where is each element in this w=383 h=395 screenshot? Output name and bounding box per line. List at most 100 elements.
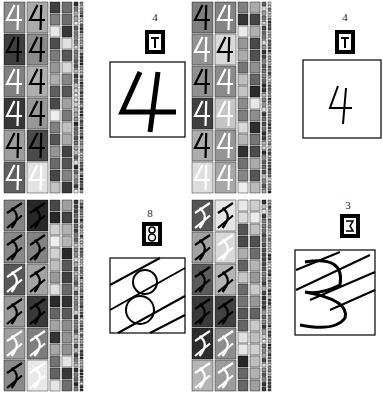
feature-map — [238, 248, 248, 259]
feature-map — [268, 172, 271, 174]
feature-map — [268, 124, 271, 126]
feature-map — [238, 308, 248, 319]
feature-map — [74, 378, 78, 382]
feature-map — [262, 277, 266, 281]
feature-map — [74, 146, 78, 150]
feature-map — [238, 212, 248, 223]
feature-map — [50, 2, 60, 13]
map-pattern — [195, 133, 210, 158]
feature-map — [74, 248, 78, 252]
feature-map — [262, 180, 266, 184]
feature-map — [262, 382, 266, 386]
feature-map — [80, 344, 83, 346]
feature-map — [74, 334, 78, 338]
feature-map — [80, 251, 83, 253]
feature-map — [80, 40, 83, 42]
feature-map — [268, 347, 271, 349]
map-pattern — [195, 5, 210, 30]
feature-map — [268, 66, 271, 68]
map-pattern — [30, 363, 45, 388]
feature-map — [74, 132, 78, 136]
feature-map — [80, 31, 83, 33]
feature-map — [50, 74, 60, 85]
feature-map — [62, 260, 72, 271]
feature-map — [268, 133, 271, 135]
feature-map — [262, 141, 266, 145]
feature-map — [268, 338, 271, 340]
feature-map — [27, 130, 48, 161]
feature-map — [74, 45, 78, 49]
feature-map — [80, 88, 83, 90]
map-pattern — [195, 267, 210, 292]
feature-map — [262, 146, 266, 150]
feature-map — [80, 315, 83, 317]
digit-stroke — [296, 252, 375, 327]
feature-map — [74, 224, 78, 228]
map-pattern — [218, 5, 233, 30]
feature-map — [74, 373, 78, 377]
feature-map — [27, 34, 48, 65]
input-image — [110, 62, 185, 137]
feature-map — [80, 72, 83, 74]
feature-map — [80, 56, 83, 58]
feature-map — [80, 136, 83, 138]
feature-map — [74, 40, 78, 44]
feature-map — [268, 136, 271, 138]
feature-map — [74, 79, 78, 83]
digit-stroke — [330, 86, 352, 124]
feature-map — [62, 368, 72, 379]
feature-map — [268, 360, 271, 362]
feature-map — [262, 45, 266, 49]
feature-map — [262, 310, 266, 314]
map-pattern — [195, 331, 210, 356]
feature-map — [268, 188, 271, 190]
feature-map — [4, 98, 25, 129]
feature-map — [80, 274, 83, 276]
feature-map — [262, 175, 266, 179]
map-pattern — [218, 203, 233, 228]
map-pattern — [7, 5, 22, 30]
feature-map — [262, 108, 266, 112]
feature-map — [262, 344, 266, 348]
feature-map — [250, 38, 260, 49]
feature-map — [80, 5, 83, 7]
feature-map — [80, 108, 83, 110]
feature-map — [62, 344, 72, 355]
feature-map — [80, 92, 83, 94]
feature-map — [268, 159, 271, 161]
feature-map — [215, 200, 236, 231]
feature-map — [250, 14, 260, 25]
feature-map — [80, 156, 83, 158]
feature-map — [74, 127, 78, 131]
feature-map — [268, 130, 271, 132]
feature-map — [62, 86, 72, 97]
feature-map — [268, 95, 271, 97]
feature-map — [268, 245, 271, 247]
feature-map — [268, 357, 271, 359]
feature-map — [80, 242, 83, 244]
feature-map — [62, 98, 72, 109]
map-pattern — [7, 165, 22, 190]
feature-map — [238, 110, 248, 121]
feature-map — [238, 224, 248, 235]
feature-map — [80, 130, 83, 132]
feature-map — [80, 60, 83, 62]
feature-map — [50, 308, 60, 319]
feature-map — [80, 376, 83, 378]
feature-map — [238, 332, 248, 343]
feature-map — [62, 110, 72, 121]
map-pattern — [218, 331, 233, 356]
feature-map — [74, 112, 78, 116]
feature-map — [50, 344, 60, 355]
input-image — [110, 258, 185, 333]
feature-map — [50, 182, 60, 193]
feature-map — [80, 124, 83, 126]
feature-map — [62, 182, 72, 193]
feature-map — [262, 88, 266, 92]
feature-map — [262, 349, 266, 353]
class-label: 3 — [344, 200, 352, 211]
feature-map — [268, 354, 271, 356]
feature-map — [268, 162, 271, 164]
feature-map — [268, 178, 271, 180]
feature-map — [80, 306, 83, 308]
